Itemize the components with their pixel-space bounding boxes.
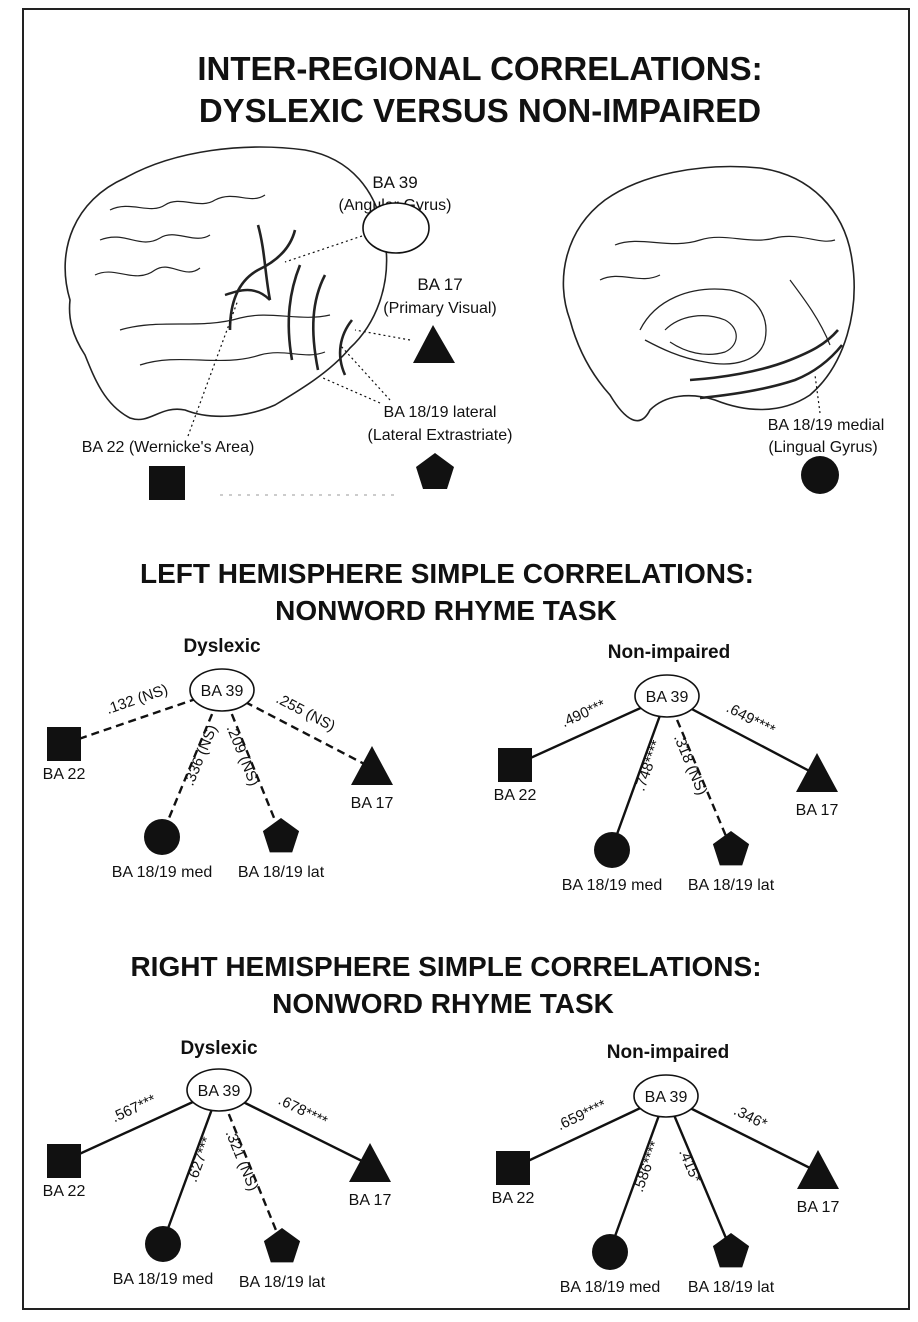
left-nonimpaired-pentagon-node [713, 831, 749, 865]
figure-title-line2: DYSLEXIC VERSUS NON-IMPAIRED [199, 92, 761, 129]
right-dyslexic-node-label-med: BA 18/19 med [113, 1271, 214, 1288]
right-dyslexic-node-label-lat: BA 18/19 lat [239, 1274, 326, 1291]
left-nonimpaired-node-label-ba22: BA 22 [494, 787, 537, 804]
ba1819lat-desc-label: (Lateral Extrastriate) [368, 427, 513, 444]
right-dyslexic-square-node [47, 1144, 81, 1178]
lateral-brain-illustration [65, 147, 386, 419]
left-hemisphere-title-line1: LEFT HEMISPHERE SIMPLE CORRELATIONS: [140, 558, 754, 589]
left-dyslexic-square-node [47, 727, 81, 761]
left-dyslexic-edge-label-med: .336 (NS) [181, 722, 221, 788]
left-nonimpaired-square-node [498, 748, 532, 782]
right-nonimpaired-center-label: BA 39 [645, 1089, 688, 1106]
left-dyslexic-edge-label-lat: .209 (NS) [223, 723, 263, 789]
right-dyslexic-group-label: Dyslexic [180, 1038, 258, 1059]
ba17-desc-label: (Primary Visual) [383, 300, 497, 317]
ba1819lat-pointer-line-a [323, 378, 380, 403]
left-dyslexic-triangle-node [351, 746, 393, 785]
ba39-ellipse-symbol [363, 203, 429, 253]
right-dyslexic-triangle-node [349, 1143, 391, 1182]
right-nonimpaired-panel: Non-impaired .659**** .586**** .415* .346* BA… [492, 1042, 840, 1296]
ba39-name-label: BA 39 [372, 173, 417, 192]
ba22-square-symbol [149, 466, 185, 500]
left-nonimpaired-edge-label-ba17: .649**** [723, 699, 778, 739]
region-legend-lateral: BA 39 (Angular Gyrus) BA 17 (Primary Vis… [82, 173, 513, 500]
ba17-name-label: BA 17 [417, 275, 462, 294]
right-dyslexic-node-label-ba22: BA 22 [43, 1183, 86, 1200]
right-dyslexic-pentagon-node [264, 1228, 300, 1262]
left-dyslexic-edge-label-ba22: .132 (NS) [104, 681, 170, 718]
right-dyslexic-center-label: BA 39 [198, 1083, 241, 1100]
left-dyslexic-center-label: BA 39 [201, 683, 244, 700]
right-nonimpaired-square-node [496, 1151, 530, 1185]
right-nonimpaired-edge-label-ba17: .346* [731, 1102, 770, 1133]
left-dyslexic-pentagon-node [263, 818, 299, 852]
right-dyslexic-edge-label-ba17: .678**** [275, 1092, 330, 1131]
left-dyslexic-node-label-med: BA 18/19 med [112, 864, 213, 881]
ba39-pointer-line [285, 236, 362, 262]
right-hemisphere-title-line2: NONWORD RHYME TASK [272, 988, 614, 1019]
ba1819lat-pointer-line-b [340, 345, 390, 400]
left-nonimpaired-group-label: Non-impaired [608, 642, 730, 663]
left-nonimpaired-node-label-lat: BA 18/19 lat [688, 877, 775, 894]
left-nonimpaired-node-label-ba17: BA 17 [796, 802, 839, 819]
figure-title-line1: INTER-REGIONAL CORRELATIONS: [197, 50, 762, 87]
right-nonimpaired-node-label-med: BA 18/19 med [560, 1279, 661, 1296]
medial-brain-illustration [563, 167, 854, 421]
left-nonimpaired-panel: Non-impaired.490***.748****.318 (NS).649… [494, 642, 839, 894]
left-dyslexic-node-label-ba22: BA 22 [43, 766, 86, 783]
left-dyslexic-node-label-lat: BA 18/19 lat [238, 864, 325, 881]
right-nonimpaired-node-label-ba22: BA 22 [492, 1190, 535, 1207]
right-dyslexic-circle-node [145, 1226, 181, 1262]
left-nonimpaired-edge-label-lat: .318 (NS) [670, 732, 711, 798]
right-nonimpaired-triangle-node [797, 1150, 839, 1189]
right-dyslexic-panel: Dyslexic.567***.627***.321 (NS).678****B… [43, 1038, 392, 1291]
left-dyslexic-group-label: Dyslexic [183, 636, 261, 657]
ba22-name-label: BA 22 (Wernicke's Area) [82, 439, 255, 456]
ba17-triangle-symbol [413, 325, 455, 363]
right-dyslexic-edge-label-med: .627*** [184, 1135, 216, 1185]
ba1819med-circle-symbol [801, 456, 839, 494]
ba1819lat-name-label: BA 18/19 lateral [384, 404, 497, 421]
left-dyslexic-node-label-ba17: BA 17 [351, 795, 394, 812]
right-nonimpaired-edge-label-lat: .415* [675, 1146, 704, 1185]
left-nonimpaired-circle-node [594, 832, 630, 868]
region-legend-medial: BA 18/19 medial (Lingual Gyrus) [768, 375, 885, 494]
left-hemisphere-title-line2: NONWORD RHYME TASK [275, 595, 617, 626]
left-dyslexic-edge-label-ba17: .255 (NS) [273, 690, 338, 735]
right-dyslexic-node-label-ba17: BA 17 [349, 1192, 392, 1209]
left-nonimpaired-edge-label-med: .748**** [632, 738, 666, 793]
left-nonimpaired-triangle-node [796, 753, 838, 792]
left-dyslexic-panel: Dyslexic .132 (NS) .336 (NS).209 (NS).255 … [43, 636, 394, 881]
ba1819med-desc-label: (Lingual Gyrus) [768, 439, 877, 456]
right-hemisphere-title-line1: RIGHT HEMISPHERE SIMPLE CORRELATIONS: [130, 951, 761, 982]
ba1819med-name-label: BA 18/19 medial [768, 417, 885, 434]
right-nonimpaired-node-label-ba17: BA 17 [797, 1199, 840, 1216]
right-nonimpaired-node-label-lat: BA 18/19 lat [688, 1279, 775, 1296]
left-dyslexic-circle-node [144, 819, 180, 855]
ba1819med-pointer-line [815, 375, 820, 413]
right-nonimpaired-edge-label-ba22: .659**** [554, 1096, 609, 1134]
right-nonimpaired-edge-label-med: .586**** [630, 1139, 664, 1194]
right-nonimpaired-circle-node [592, 1234, 628, 1270]
left-nonimpaired-node-label-med: BA 18/19 med [562, 877, 663, 894]
ba1819lat-pentagon-symbol [416, 453, 454, 489]
right-nonimpaired-group-label: Non-impaired [607, 1042, 729, 1063]
right-dyslexic-edge-label-lat: .321 (NS) [222, 1128, 262, 1194]
left-nonimpaired-center-label: BA 39 [646, 689, 689, 706]
right-nonimpaired-pentagon-node [713, 1233, 749, 1267]
ba17-pointer-line [355, 330, 410, 340]
